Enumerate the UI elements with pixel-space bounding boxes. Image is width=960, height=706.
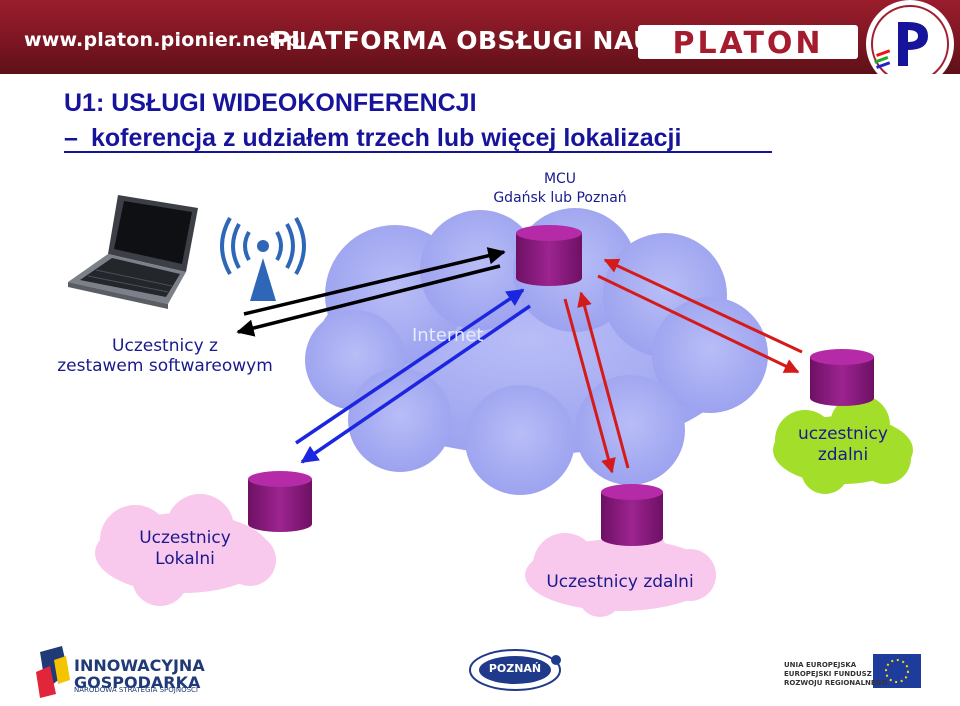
wireless-antenna-icon [222, 218, 304, 301]
mcu-label-line1: MCU [470, 170, 650, 189]
database-cylinder-icon [601, 484, 663, 546]
ig-line1: INNOWACYJNA [74, 657, 205, 674]
mcu-label: MCU Gdańsk lub Poznań [470, 170, 650, 208]
local-participants-label: Uczestnicy Lokalni [100, 528, 270, 570]
database-cylinder-icon [516, 225, 582, 286]
local-label-line1: Uczestnicy [100, 528, 270, 549]
poznan-logo-text: POZNAŃ [485, 662, 545, 675]
software-label-line1: Uczestnicy z [40, 336, 290, 356]
software-participants-label: Uczestnicy z zestawem softwareowym [40, 336, 290, 376]
internet-label: Internet [412, 325, 532, 346]
software-label-line2: zestawem softwareowym [40, 356, 290, 376]
database-cylinder-icon [248, 471, 312, 532]
innovative-economy-subtext: NARODOWA STRATEGIA SPÓJNOŚCI [74, 686, 198, 694]
remote-right-line2: zdalni [768, 445, 918, 466]
database-cylinder-icon [810, 349, 874, 406]
remote-bottom-label: Uczestnicy zdalni [520, 572, 720, 593]
innovative-economy-logo-icon [36, 646, 70, 698]
remote-right-line1: uczestnicy [768, 424, 918, 445]
laptop-icon [68, 195, 198, 309]
eu-text: UNIA EUROPEJSKA EUROPEJSKI FUNDUSZ ROZWO… [784, 661, 887, 688]
mcu-label-line2: Gdańsk lub Poznań [470, 189, 650, 208]
local-label-line2: Lokalni [100, 549, 270, 570]
eu-line2: EUROPEJSKI FUNDUSZ [784, 670, 887, 679]
eu-line1: UNIA EUROPEJSKA [784, 661, 887, 670]
eu-line3: ROZWOJU REGIONALNEGO [784, 679, 887, 688]
remote-right-label: uczestnicy zdalni [768, 424, 918, 466]
